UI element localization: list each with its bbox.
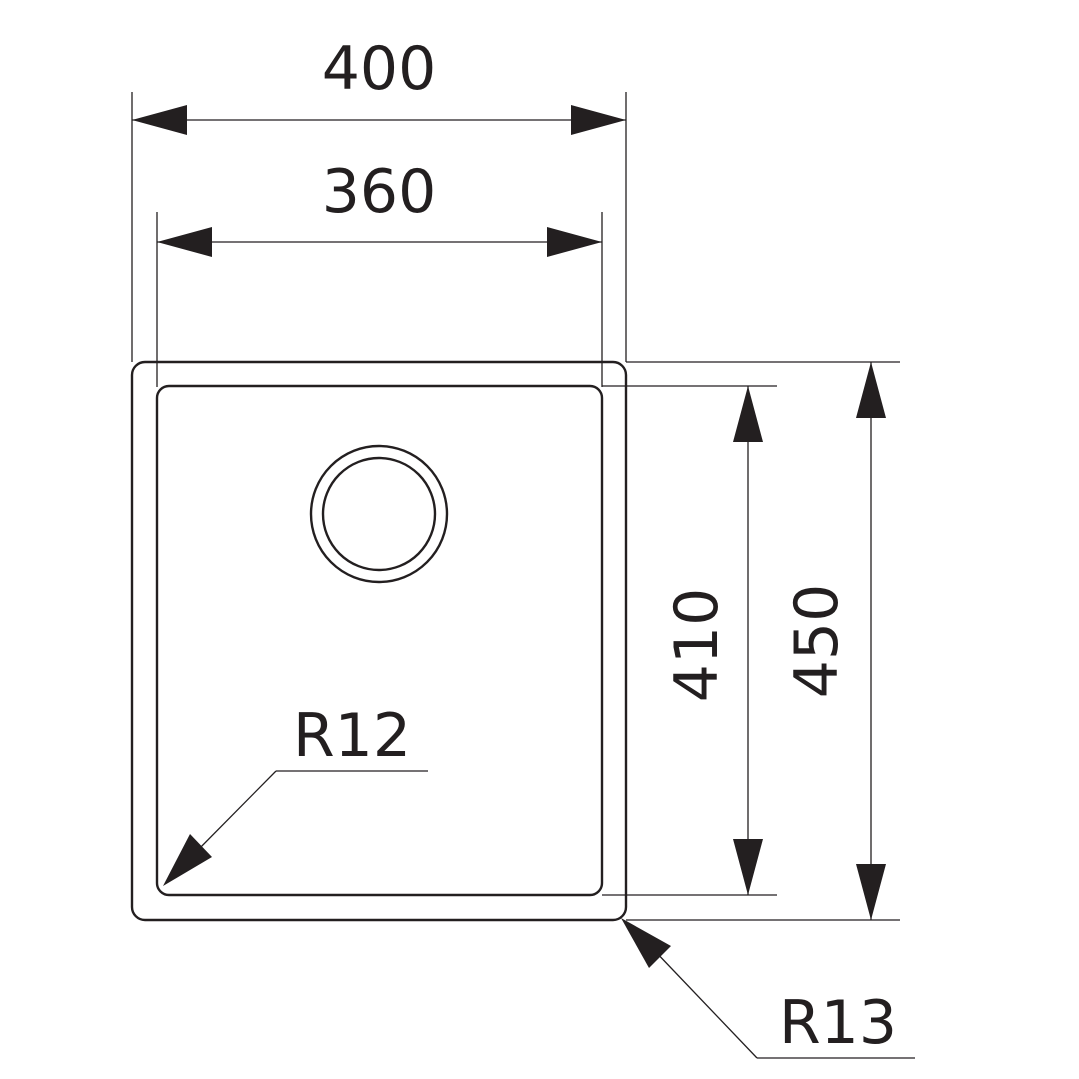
drain	[309, 444, 449, 584]
dimension-label-360: 360	[322, 157, 437, 227]
radius-callout-inner: R12	[163, 701, 428, 886]
sink-inner-basin-outline	[155, 384, 604, 897]
arrowhead-top	[856, 362, 886, 418]
dimension-inner-height: 410	[662, 386, 763, 895]
radius-callout-outer: R13	[621, 918, 915, 1059]
arrowhead-bottom	[733, 839, 763, 895]
dimension-inner-width: 360	[157, 157, 602, 257]
arrowhead-right	[547, 227, 602, 257]
drain-inner-ring	[321, 456, 437, 572]
radius-label-r13: R13	[779, 988, 897, 1058]
dimension-outer-height: 450	[782, 362, 886, 920]
arrowhead-right	[571, 105, 626, 135]
dimension-label-410: 410	[662, 588, 732, 703]
arrowhead-radius-outer	[621, 918, 671, 968]
arrowhead-left	[157, 227, 212, 257]
arrowhead-left	[132, 105, 187, 135]
dimension-outer-width: 400	[132, 34, 626, 135]
radius-label-r12: R12	[293, 701, 411, 771]
dimension-label-400: 400	[322, 34, 437, 104]
arrowhead-bottom	[856, 864, 886, 920]
drain-outer-ring	[309, 444, 449, 584]
arrowhead-top	[733, 386, 763, 442]
arrowhead-radius-inner	[163, 834, 212, 886]
dimension-label-450: 450	[782, 584, 852, 699]
sink-outer-outline	[130, 360, 628, 922]
